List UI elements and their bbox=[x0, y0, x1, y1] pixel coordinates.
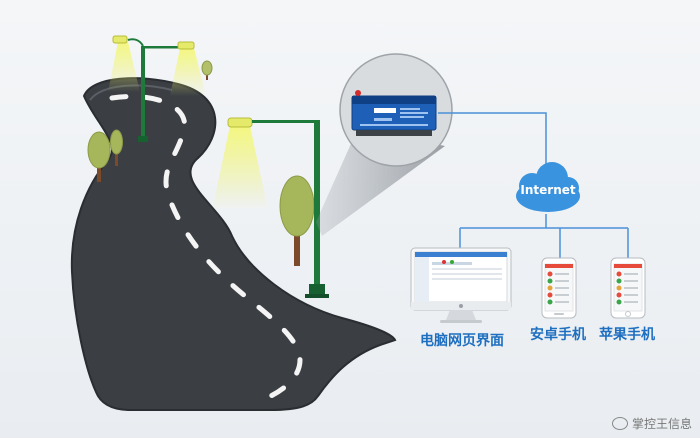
device-label-pc: 电脑网页界面 bbox=[420, 333, 504, 349]
tree-icon bbox=[87, 131, 111, 182]
street-lamp-icon bbox=[108, 35, 206, 142]
road bbox=[70, 77, 397, 411]
tree-icon bbox=[110, 129, 123, 166]
phone-icon bbox=[610, 257, 646, 319]
watermark-text: 掌控王信息 bbox=[631, 417, 692, 431]
network-links bbox=[438, 112, 629, 258]
weibo-icon bbox=[611, 417, 628, 430]
tree-icon bbox=[201, 60, 213, 80]
device-label-android: 安卓手机 bbox=[530, 327, 586, 343]
device-label-iphone: 苹果手机 bbox=[599, 327, 655, 343]
zoom-callout bbox=[316, 53, 453, 236]
network-label: Internet bbox=[520, 183, 576, 197]
tree-icon bbox=[279, 175, 315, 266]
watermark: 掌控王信息 bbox=[611, 415, 692, 432]
monitor-icon bbox=[410, 247, 512, 323]
controller-device-icon bbox=[351, 90, 437, 136]
phone-icon bbox=[541, 257, 577, 319]
cloud-icon bbox=[516, 162, 580, 212]
street-lamp-icon bbox=[212, 117, 329, 298]
